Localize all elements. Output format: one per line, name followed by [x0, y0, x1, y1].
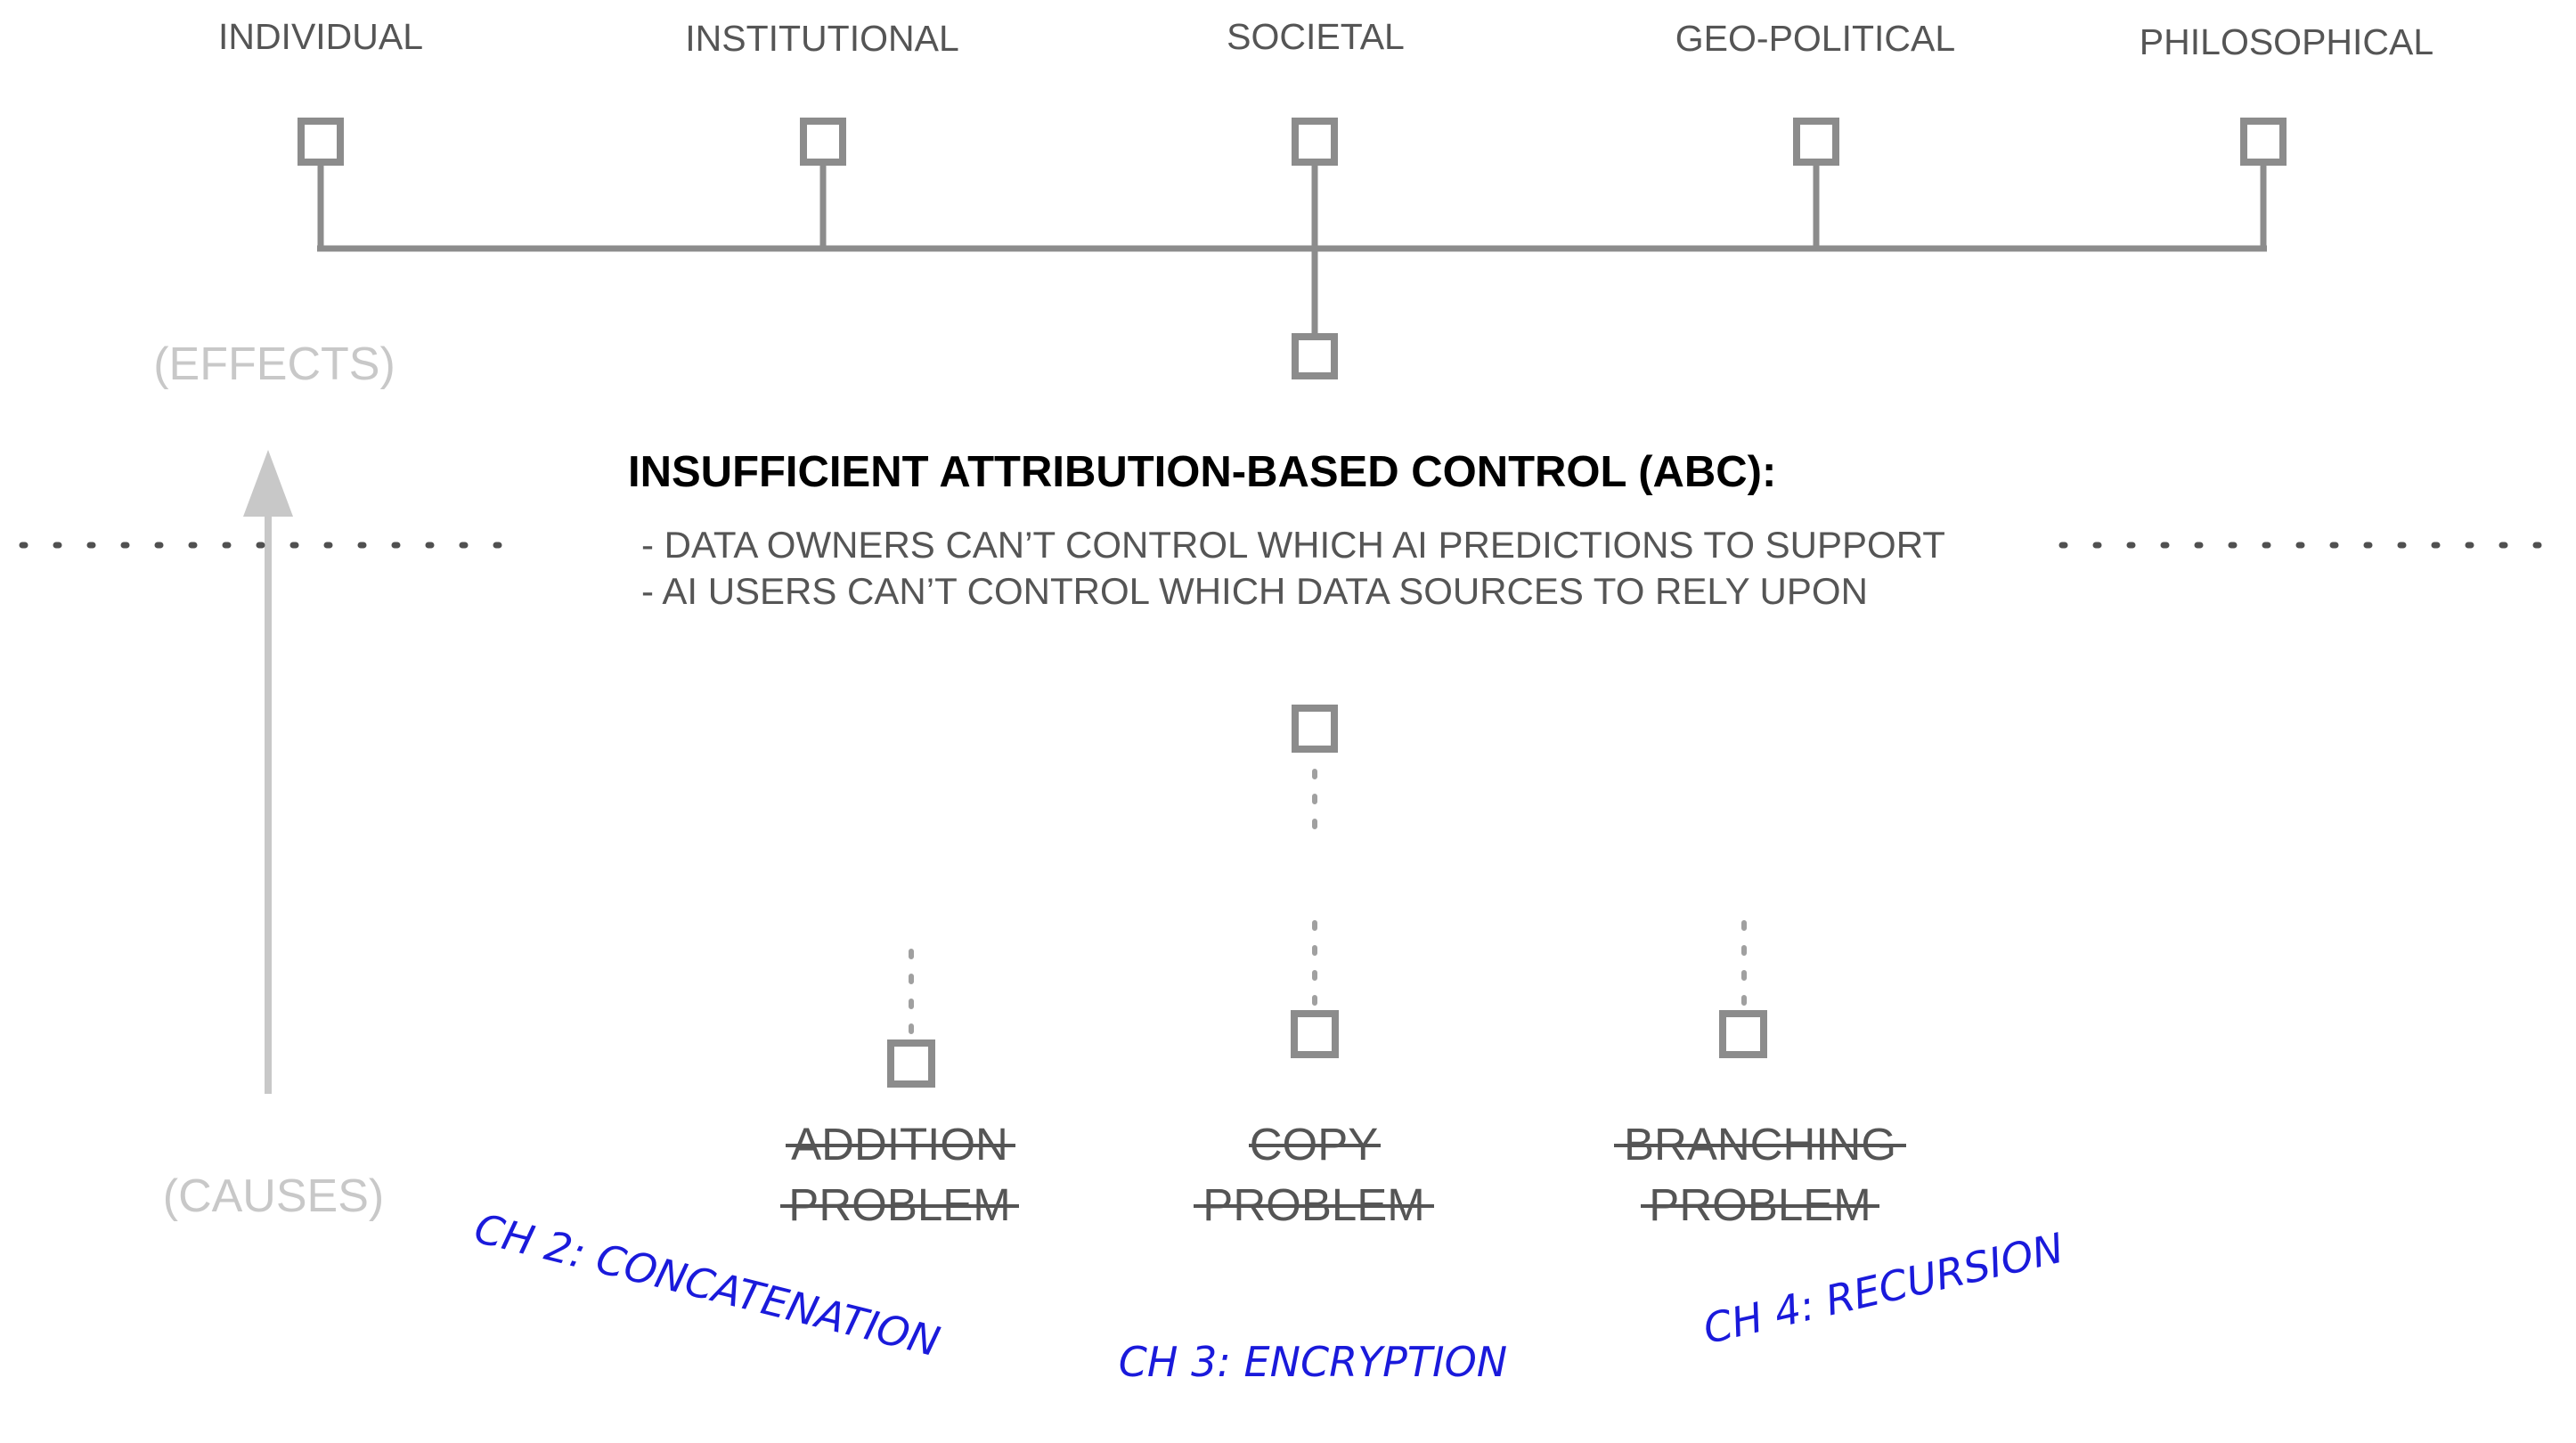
category-label-philosophical: PHILOSOPHICAL: [2140, 21, 2433, 62]
node-individual: [298, 118, 344, 166]
node-geo-political: [1793, 118, 1839, 166]
core-bullet-2: - AI USERS CAN’T CONTROL WHICH DATA SOUR…: [641, 570, 1868, 612]
chapter-annotation-recursion: CH 4: RECURSION: [1699, 1224, 2067, 1353]
effects-tree: [317, 162, 2267, 337]
causes-label: (CAUSES): [163, 1170, 384, 1222]
core-bullet-1: - DATA OWNERS CAN’T CONTROL WHICH AI PRE…: [641, 524, 1945, 566]
core-title: INSUFFICIENT ATTRIBUTION-BASED CONTROL (…: [628, 448, 1776, 496]
chapter-annotation-encryption: CH 3: ENCRYPTION: [1119, 1338, 1507, 1386]
node-copy-problem: [1291, 1010, 1339, 1058]
node-societal: [1292, 118, 1338, 166]
node-institutional: [800, 118, 846, 166]
node-philosophical: [2240, 118, 2287, 166]
category-label-institutional: INSTITUTIONAL: [685, 18, 959, 59]
arrow-head: [243, 450, 293, 517]
node-core-causes: [1292, 705, 1338, 753]
category-label-societal: SOCIETAL: [1227, 16, 1405, 57]
effects-label: (EFFECTS): [153, 338, 395, 390]
category-label-geo-political: GEO-POLITICAL: [1675, 18, 1955, 59]
node-core-effects: [1292, 333, 1338, 379]
category-label-individual: INDIVIDUAL: [218, 16, 423, 57]
node-addition-problem: [887, 1039, 935, 1088]
node-branching-problem: [1719, 1010, 1767, 1058]
causes-to-effects-arrow: [243, 450, 293, 1094]
